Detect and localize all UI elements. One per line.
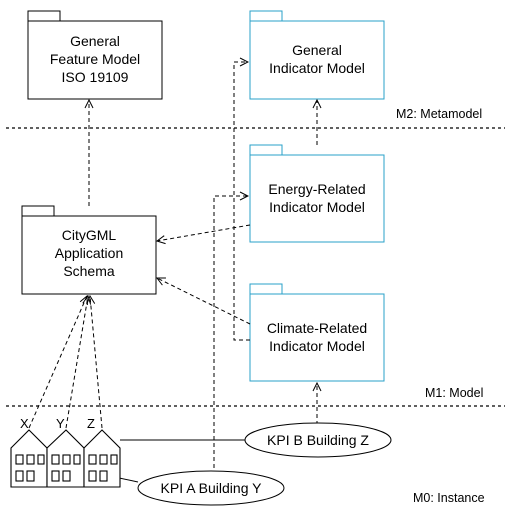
kpi-a-building-y: KPI A Building Y xyxy=(137,470,285,506)
m1-level-label: M1: Model xyxy=(425,386,483,400)
dependency-energy-to-citygml xyxy=(157,224,251,241)
kpi-b-building-z: KPI B Building Z xyxy=(244,422,392,458)
building-x-label: X xyxy=(20,416,29,431)
kpi-a-label: KPI A Building Y xyxy=(161,480,263,496)
package-title-line: General xyxy=(292,42,342,58)
kpi-b-label: KPI B Building Z xyxy=(267,432,369,448)
building-z xyxy=(83,429,121,488)
package-title-line: Energy-Related xyxy=(268,181,365,197)
dependency-kpi-a-to-energy-model xyxy=(213,196,248,468)
package-general-feature-model: General Feature Model ISO 19109 xyxy=(27,10,163,100)
package-energy-indicator-model: Energy-Related Indicator Model xyxy=(249,144,385,243)
dependency-building-x-to-citygml xyxy=(28,296,87,429)
package-title-line: General xyxy=(70,33,120,49)
m2-level-label: M2: Metamodel xyxy=(396,107,482,121)
package-climate-indicator-model: Climate-Related Indicator Model xyxy=(249,283,385,382)
package-title-line: Climate-Related xyxy=(267,320,367,336)
building-z-label: Z xyxy=(87,416,95,431)
package-title-line: Application xyxy=(55,245,124,261)
package-title-line: Indicator Model xyxy=(269,60,365,76)
package-title-line: CityGML xyxy=(62,227,117,243)
package-title-line: ISO 19109 xyxy=(62,69,129,85)
package-title-line: Schema xyxy=(63,263,115,279)
dependency-building-z-to-citygml xyxy=(90,296,103,429)
dependency-building-y-to-citygml xyxy=(65,296,88,429)
package-title-line: Feature Model xyxy=(50,51,140,67)
m0-level-label: M0: Instance xyxy=(413,491,485,505)
building-y-label: Y xyxy=(56,416,65,431)
dependency-climate-to-general-indicator xyxy=(233,62,250,341)
package-general-indicator-model: General Indicator Model xyxy=(249,10,385,100)
building-x xyxy=(10,429,48,488)
package-citygml-application-schema: CityGML Application Schema xyxy=(21,205,157,295)
package-title-line: Indicator Model xyxy=(269,338,365,354)
building-y xyxy=(46,429,85,488)
building-row xyxy=(10,429,121,488)
dependency-climate-to-citygml xyxy=(157,278,251,325)
package-title-line: Indicator Model xyxy=(269,199,365,215)
